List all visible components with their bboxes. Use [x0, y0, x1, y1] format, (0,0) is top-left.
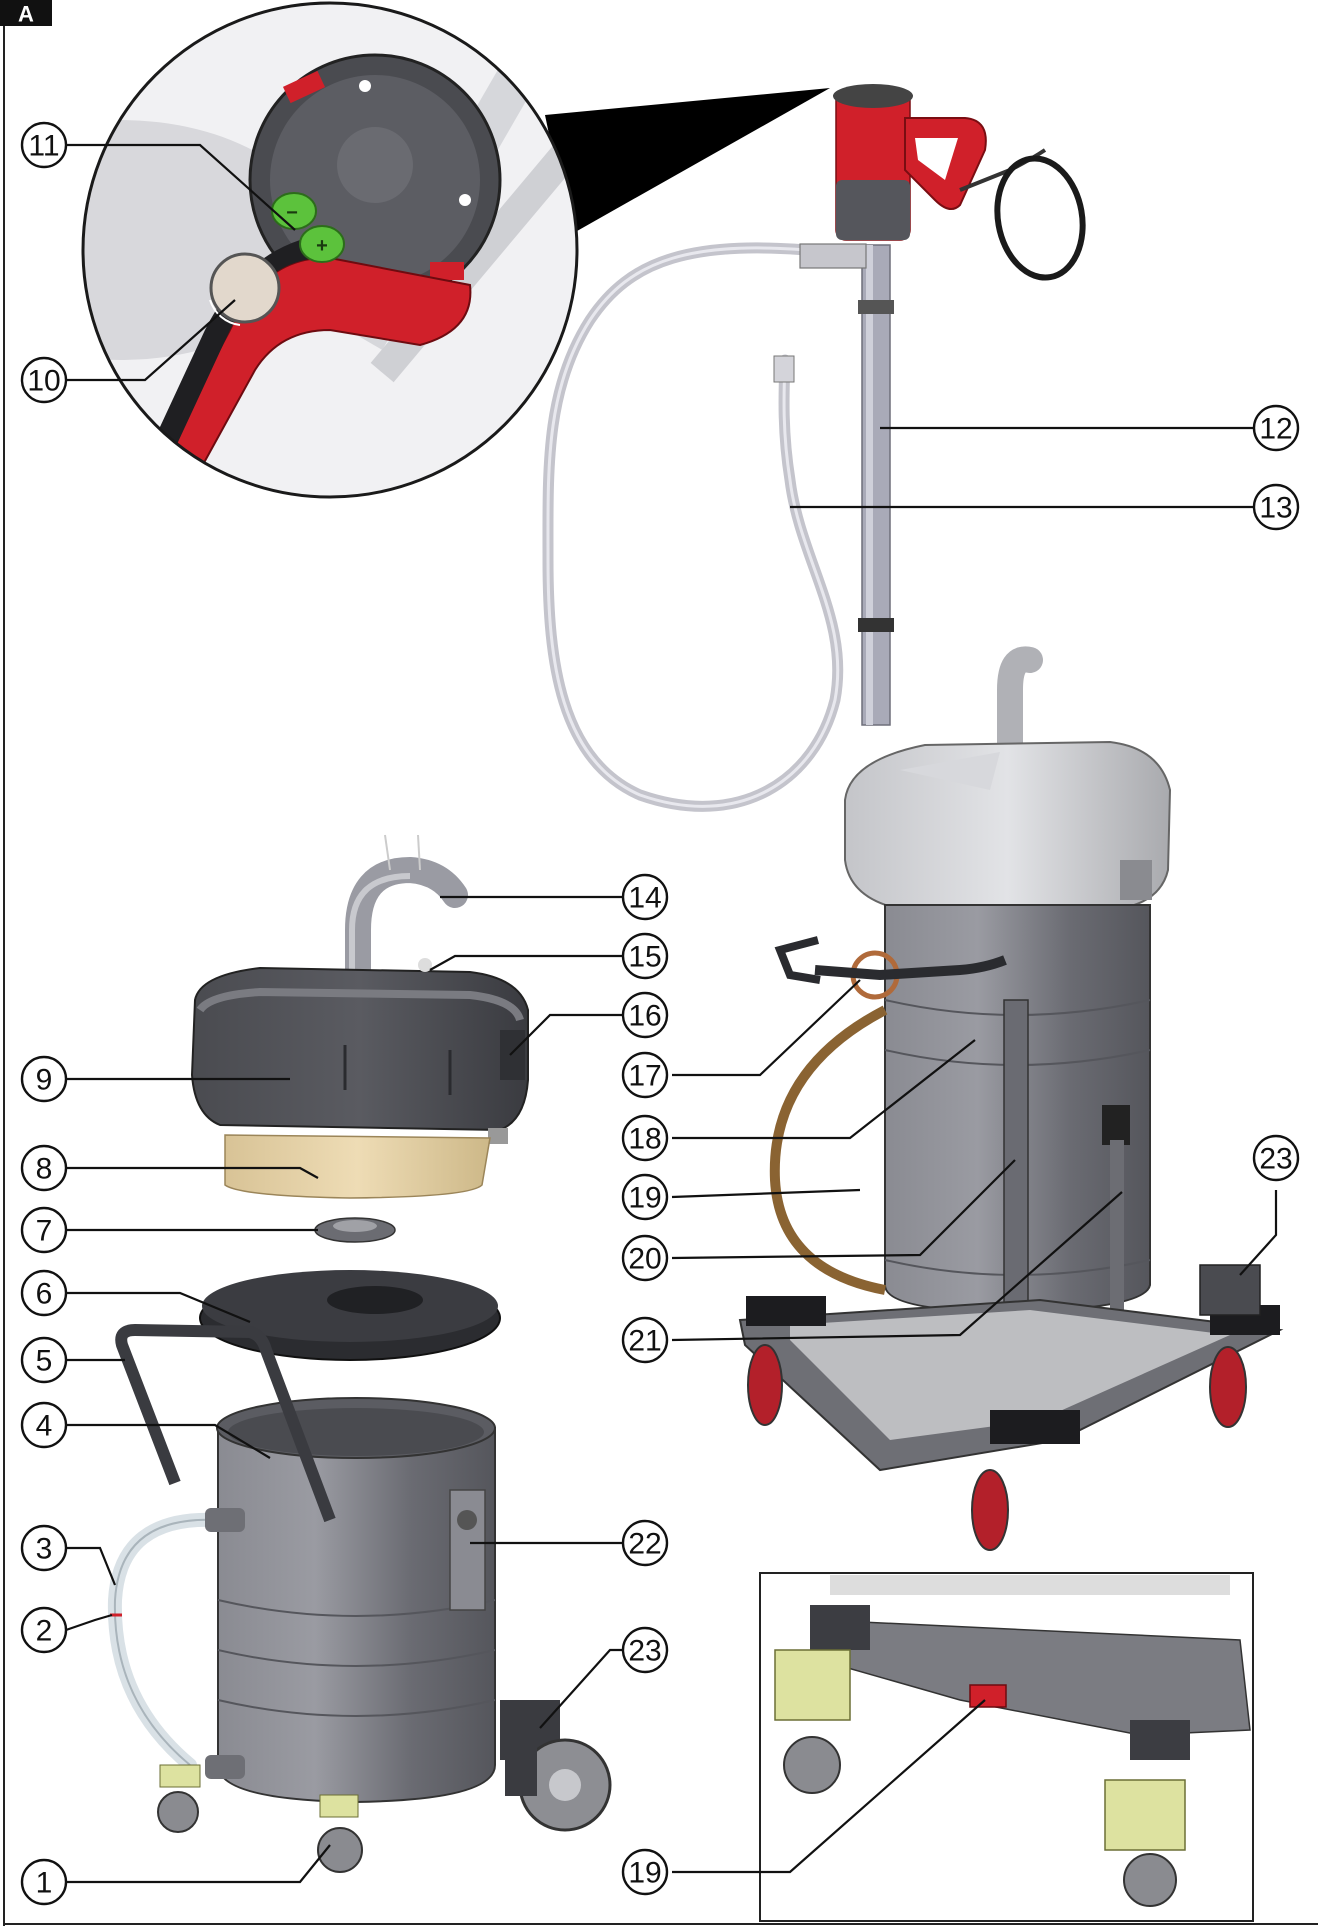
plus-sign: +: [316, 235, 328, 257]
callout-15: 15: [621, 932, 669, 980]
callout-19: 19: [621, 1173, 669, 1221]
callout-6: 6: [20, 1269, 68, 1317]
callouts: 1 2 3 4 5 6 7 8 9 10 11 12 13 14 15 16 1…: [20, 121, 1300, 1906]
callout-4: 4: [20, 1401, 68, 1449]
callout-1-label: 1: [36, 1867, 53, 1900]
callout-11: 11: [20, 121, 68, 169]
leader-6: [66, 1291, 251, 1324]
leader-21: [671, 1191, 1123, 1342]
callout-19-detail-label: 19: [628, 1857, 661, 1890]
callout-17-label: 17: [628, 1060, 661, 1093]
callout-5-label: 5: [36, 1345, 53, 1378]
callout-3: 3: [20, 1524, 68, 1572]
leader-11: [66, 143, 296, 231]
assembled-head: [844, 740, 1172, 911]
callout-14-label: 14: [628, 882, 661, 915]
leader-16: [509, 1013, 623, 1056]
vacuum-head: [190, 966, 529, 1132]
leader-19-detail: [672, 1699, 986, 1874]
drain-hose: [107, 1512, 225, 1772]
filter-cartridge: [224, 1134, 491, 1199]
callout-20: 20: [621, 1234, 669, 1282]
callout-8: 8: [20, 1144, 68, 1192]
leader-lines: [65, 143, 1278, 1884]
leader-3: [66, 1546, 117, 1586]
callout-9: 9: [20, 1055, 68, 1103]
callout-10-label: 10: [27, 365, 60, 398]
suction-elbow: [345, 856, 468, 1033]
callout-16: 16: [621, 991, 669, 1039]
leader-23-left: [539, 1648, 623, 1729]
callout-13: 13: [1252, 483, 1300, 531]
callout-22: 22: [621, 1519, 669, 1567]
callout-8-label: 8: [36, 1153, 53, 1186]
callout-23-left: 23: [621, 1626, 669, 1674]
drum-pump: [542, 84, 1086, 812]
callout-18: 18: [621, 1114, 669, 1162]
callout-6-label: 6: [36, 1278, 53, 1311]
page-frame: [3, 0, 1318, 1926]
leader-8: [66, 1166, 319, 1179]
callout-23-left-label: 23: [628, 1635, 661, 1668]
leader-4: [66, 1423, 271, 1459]
bronze-hose: [769, 1005, 888, 1295]
callout-20-label: 20: [628, 1243, 661, 1276]
callout-23-right: 23: [1252, 1134, 1300, 1182]
exploded-vacuum: [107, 834, 612, 1873]
callout-19-detail: 19: [621, 1848, 669, 1896]
push-handle: [115, 1324, 336, 1523]
callout-5: 5: [20, 1336, 68, 1384]
callout-23-right-label: 23: [1259, 1143, 1292, 1176]
brake-detail: [759, 1572, 1254, 1922]
callout-22-label: 22: [628, 1528, 661, 1561]
leader-19: [671, 1188, 861, 1199]
leader-17: [672, 979, 861, 1077]
caster-wheel: [747, 1344, 783, 1426]
figure-tag: A: [0, 0, 52, 27]
leader-20: [671, 1159, 1016, 1260]
callout-15-label: 15: [628, 941, 661, 974]
callout-18-label: 18: [628, 1123, 661, 1156]
callout-13-label: 13: [1259, 492, 1292, 525]
leader-23-right: [1239, 1190, 1278, 1276]
callout-11-label: 11: [28, 130, 59, 163]
pump-holder-column: [1003, 999, 1029, 1341]
callout-21: 21: [621, 1316, 669, 1364]
detail-magnifier: − +: [81, 1, 579, 499]
callout-1: 1: [20, 1858, 68, 1906]
callout-9-label: 9: [36, 1064, 53, 1097]
callout-12: 12: [1252, 404, 1300, 452]
pump-bail: [994, 155, 1086, 281]
leader-10: [66, 299, 236, 382]
callout-19-label: 19: [628, 1182, 661, 1215]
leader-2: [65, 1613, 113, 1632]
container-bracket: [449, 1489, 486, 1611]
callout-14: 14: [621, 873, 669, 921]
callout-3-label: 3: [36, 1533, 53, 1566]
figure-tag-label: A: [18, 2, 34, 27]
pedal-brake: [969, 1684, 1007, 1708]
callout-17: 17: [621, 1051, 669, 1099]
leader-15: [429, 954, 623, 971]
callout-12-label: 12: [1259, 413, 1292, 446]
minus-sign: −: [286, 202, 298, 224]
callout-10: 10: [20, 356, 68, 404]
callout-4-label: 4: [36, 1410, 53, 1443]
callout-2-label: 2: [36, 1615, 53, 1648]
plus-button: [299, 225, 345, 263]
pump-hose: [542, 242, 844, 812]
callout-7: 7: [20, 1206, 68, 1254]
leader-1: [66, 1844, 331, 1884]
callout-16-label: 16: [628, 1000, 661, 1033]
assembled-vacuum: [738, 646, 1284, 1551]
callout-21-label: 21: [628, 1325, 661, 1358]
zoom-cone: [545, 88, 830, 235]
leader-18: [672, 1039, 976, 1140]
callout-7-label: 7: [36, 1215, 53, 1248]
callout-2: 2: [20, 1606, 68, 1654]
